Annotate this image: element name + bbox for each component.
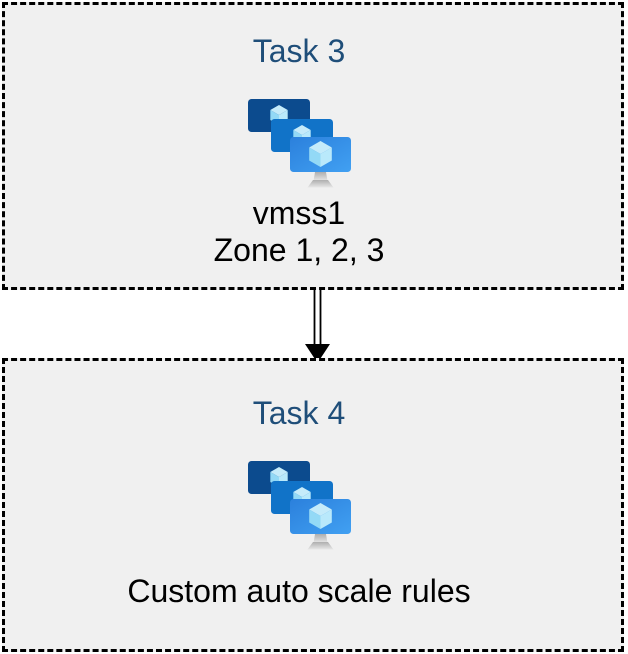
task4-content: Task 4 Cu [5, 361, 621, 649]
task3-label-line2: Zone 1, 2, 3 [213, 232, 385, 268]
task4-node: Task 4 Cu [2, 358, 624, 652]
task3-label-line1: vmss1 [252, 195, 346, 231]
task4-label-line1: Custom auto scale rules [127, 573, 471, 609]
task3-title: Task 3 [252, 33, 346, 69]
down-arrow-connector [305, 288, 330, 363]
vmss-icon [248, 99, 351, 188]
task4-title: Task 4 [252, 395, 346, 431]
task3-label: vmss1 Zone 1, 2, 3 [214, 195, 385, 269]
vmss-icon [248, 461, 351, 550]
task3-content: Task 3 vm [5, 5, 621, 287]
task4-label: Custom auto scale rules [127, 573, 470, 610]
task3-node: Task 3 vm [2, 2, 624, 290]
